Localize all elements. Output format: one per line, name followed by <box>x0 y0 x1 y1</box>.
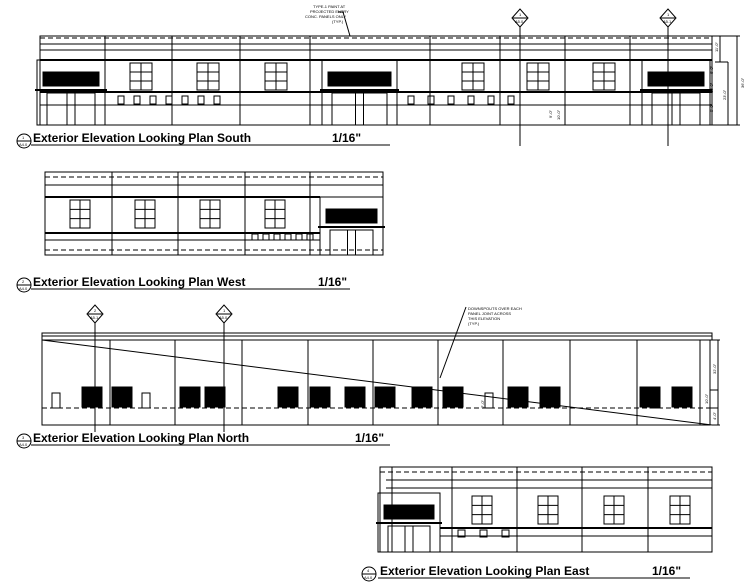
detail-number: 4 <box>367 568 370 573</box>
small-window <box>479 529 488 538</box>
svg-text:A5.1: A5.1 <box>663 19 672 24</box>
detail-sheet: A4.0 <box>19 142 28 147</box>
svg-text:32'-0": 32'-0" <box>712 363 717 374</box>
small-window <box>447 95 455 105</box>
small-window <box>181 95 189 105</box>
entry-sign <box>325 208 378 224</box>
svg-text:11'-0": 11'-0" <box>714 42 719 52</box>
elevation-title: Exterior Elevation Looking Plan West <box>33 275 246 289</box>
section-tag: 1 A5.0 <box>215 304 233 432</box>
section-tag: 1 A5.0 <box>511 8 529 146</box>
small-window <box>117 95 125 105</box>
svg-text:1: 1 <box>667 12 670 17</box>
detail-sheet: A4.0 <box>364 575 373 580</box>
small-window <box>197 95 205 105</box>
entry-sign <box>383 504 435 520</box>
svg-text:36'-0": 36'-0" <box>740 77 745 88</box>
small-window <box>262 233 270 241</box>
small-window <box>457 529 466 538</box>
svg-text:(TYP.): (TYP.) <box>332 19 344 24</box>
svg-text:CONC. PANELS ONLY: CONC. PANELS ONLY <box>305 14 347 19</box>
small-window <box>507 95 515 105</box>
svg-text:1: 1 <box>223 308 226 313</box>
small-window <box>407 95 415 105</box>
svg-text:A5.0: A5.0 <box>219 315 228 320</box>
svg-text:THIS ELEVATION: THIS ELEVATION <box>468 316 500 321</box>
svg-text:23'-0": 23'-0" <box>722 89 727 100</box>
title-west: 2 A4.0 Exterior Elevation Looking Plan W… <box>16 275 350 293</box>
svg-text:TYPE-1 PAINT AT: TYPE-1 PAINT AT <box>313 4 346 9</box>
svg-text:(TYP.): (TYP.) <box>468 321 480 326</box>
svg-text:DOWNSPOUTS OVER EACH: DOWNSPOUTS OVER EACH <box>468 306 522 311</box>
elevation-title: Exterior Elevation Looking Plan East <box>380 564 589 578</box>
small-window <box>501 529 510 538</box>
svg-text:10'-0": 10'-0" <box>556 109 561 120</box>
svg-text:9'-0": 9'-0" <box>548 109 553 118</box>
elevation-title: Exterior Elevation Looking Plan South <box>33 131 251 145</box>
detail-number: 2 <box>22 279 25 284</box>
title-north: 3 A4.0 Exterior Elevation Looking Plan N… <box>16 431 390 449</box>
note-downspouts: DOWNSPOUTS OVER EACH PANEL JOINT ACROSS … <box>439 306 522 379</box>
svg-text:PROJECTED ENTRY: PROJECTED ENTRY <box>310 9 349 14</box>
elevation-scale: 1/16" <box>318 275 347 289</box>
section-tag: 2 A5.1 <box>86 304 104 432</box>
storefront-door <box>329 229 374 256</box>
elevation-scale: 1/16" <box>332 131 361 145</box>
dimensions-south: 11'-0" 36'-0" 6'-0" 12'-0" 23'-0" 9'-0" … <box>548 35 745 126</box>
detail-number: 3 <box>22 435 25 440</box>
north-elevation-outline <box>41 339 711 426</box>
small-window <box>149 95 157 105</box>
entry-sign <box>42 71 100 87</box>
elevation-scale: 1/16" <box>652 564 681 578</box>
title-east: 4 A4.0 Exterior Elevation Looking Plan E… <box>361 564 690 582</box>
small-window <box>427 95 435 105</box>
man-door <box>649 392 659 409</box>
detail-sheet: A4.0 <box>19 286 28 291</box>
small-window <box>487 95 495 105</box>
small-window <box>295 233 303 241</box>
small-window <box>165 95 173 105</box>
building-elevations <box>35 35 713 553</box>
svg-text:10'-0": 10'-0" <box>704 393 709 404</box>
elevation-title: Exterior Elevation Looking Plan North <box>33 431 249 445</box>
note-type1-paint: TYPE-1 PAINT AT PROJECTED ENTRY CONC. PA… <box>305 4 351 37</box>
man-door <box>51 392 61 409</box>
small-window <box>467 95 475 105</box>
svg-text:PANEL JOINT ACROSS: PANEL JOINT ACROSS <box>468 311 511 316</box>
man-door <box>484 392 494 409</box>
small-window <box>306 233 314 241</box>
small-window <box>273 233 281 241</box>
svg-text:1: 1 <box>519 12 522 17</box>
man-door <box>141 392 151 409</box>
svg-text:A5.0: A5.0 <box>515 19 524 24</box>
small-window <box>284 233 292 241</box>
dimensions-north: 32'-0" 10'-0" 4'-0" 7'-0" <box>480 339 720 426</box>
svg-text:4'-0": 4'-0" <box>712 411 717 420</box>
svg-text:A5.1: A5.1 <box>90 315 99 320</box>
elevation-scale: 1/16" <box>355 431 384 445</box>
svg-text:2: 2 <box>94 308 97 313</box>
small-window <box>251 233 259 241</box>
entry-sign <box>327 71 392 87</box>
storefront-door <box>651 92 701 126</box>
storefront-door <box>387 525 431 553</box>
svg-text:7'-0": 7'-0" <box>480 399 485 408</box>
line-work <box>41 339 713 426</box>
detail-sheet: A4.0 <box>19 442 28 447</box>
storefront-door <box>46 92 96 126</box>
title-south: 1 A4.0 Exterior Elevation Looking Plan S… <box>16 131 390 149</box>
detail-number: 1 <box>22 135 25 140</box>
entry-sign <box>647 71 705 87</box>
small-window <box>213 95 221 105</box>
storefront-door <box>331 92 388 126</box>
east-elevation-outline <box>379 466 713 553</box>
small-window <box>133 95 141 105</box>
